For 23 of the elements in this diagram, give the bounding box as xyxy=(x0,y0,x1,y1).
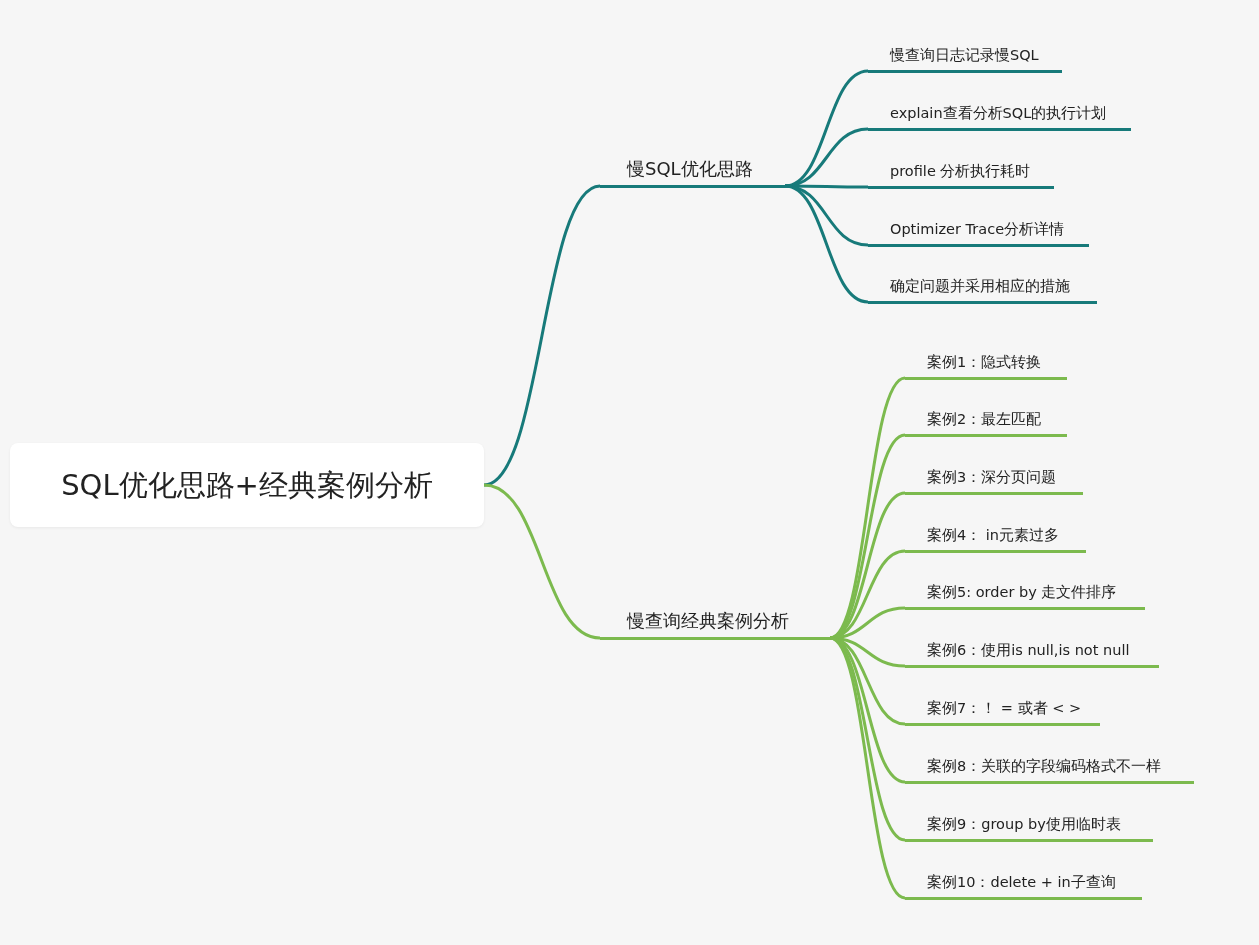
topic-text: 案例3：深分页问题 xyxy=(927,469,1057,487)
branch-line xyxy=(483,483,601,640)
topic-text: 慢查询日志记录慢SQL xyxy=(890,47,1039,65)
topic-text: 案例9：group by使用临时表 xyxy=(927,816,1121,834)
topic-text: 案例7：！ = 或者 < > xyxy=(927,700,1082,718)
topic-text: 慢SQL优化思路 xyxy=(627,158,753,180)
topic-text: 案例1：隐式转换 xyxy=(927,354,1042,372)
topic-text: SQL优化思路+经典案例分析 xyxy=(61,467,433,503)
branch-line xyxy=(784,184,869,304)
central-topic-box xyxy=(10,443,484,527)
branch-line xyxy=(483,184,601,487)
topic-text: 案例2：最左匹配 xyxy=(927,411,1042,429)
topic-text: explain查看分析SQL的执行计划 xyxy=(890,105,1107,123)
topic-text: 确定问题并采用相应的措施 xyxy=(890,278,1070,296)
topic-text: Optimizer Trace分析详情 xyxy=(890,221,1065,239)
topic-text: profile 分析执行耗时 xyxy=(890,163,1031,181)
topic-text: 案例6：使用is null,is not null xyxy=(927,642,1130,660)
branch-line xyxy=(784,127,869,188)
topic-text: 案例8：关联的字段编码格式不一样 xyxy=(927,758,1162,776)
topic-text: 案例10：delete + in子查询 xyxy=(927,874,1116,892)
topic-text: 案例5: order by 走文件排序 xyxy=(927,584,1117,602)
topic-text: 案例4： in元素过多 xyxy=(927,527,1060,545)
topic-text: 慢查询经典案例分析 xyxy=(627,610,789,632)
